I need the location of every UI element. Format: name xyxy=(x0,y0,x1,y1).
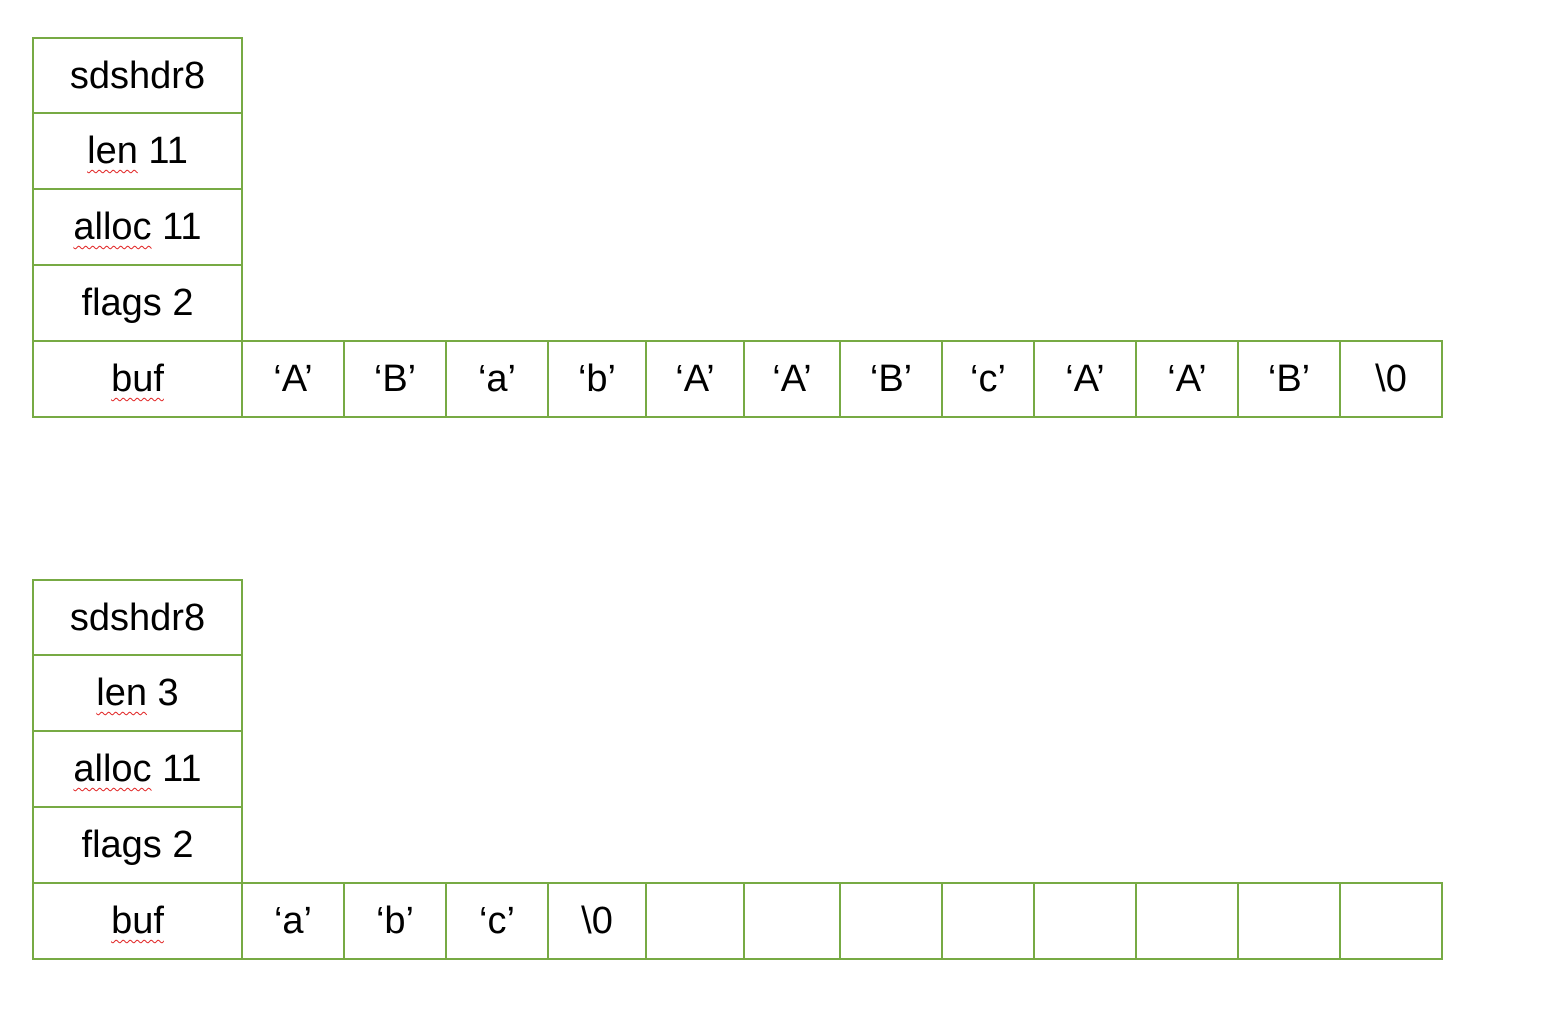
header-alloc: alloc 11 xyxy=(32,188,243,266)
buf-label: buf xyxy=(111,900,164,942)
header-label: flags 2 xyxy=(81,282,194,324)
buf-cell: ‘a’ xyxy=(241,882,345,960)
buf-cell: ‘c’ xyxy=(445,882,549,960)
buf-cell-value: ‘A’ xyxy=(675,358,715,400)
buf-cell xyxy=(1033,882,1137,960)
sds-diagram-after: sdshdr8 len 3 alloc 11 flags 2 buf ‘a’ ‘… xyxy=(32,579,1443,960)
buf-cell: ‘B’ xyxy=(1237,340,1341,418)
header-alloc: alloc 11 xyxy=(32,730,243,808)
buf-cell xyxy=(743,882,841,960)
buf-cell: ‘A’ xyxy=(743,340,841,418)
buf-cell xyxy=(1339,882,1443,960)
buf-cell-value: ‘b’ xyxy=(577,358,617,400)
header-field-value: 3 xyxy=(147,672,179,714)
buf-label-cell: buf xyxy=(32,882,243,960)
buf-cell: \0 xyxy=(1339,340,1443,418)
header-flags: flags 2 xyxy=(32,806,243,884)
buf-cell-value: ‘B’ xyxy=(1267,358,1311,400)
buf-cell xyxy=(839,882,943,960)
buf-cell-value: ‘a’ xyxy=(273,900,313,942)
buf-cell-value: ‘b’ xyxy=(375,900,415,942)
buf-cell: ‘B’ xyxy=(839,340,943,418)
buf-cell-value: ‘c’ xyxy=(479,900,515,942)
buf-cell-value: ‘A’ xyxy=(273,358,313,400)
header-field-value: 11 xyxy=(151,206,202,248)
buf-cell xyxy=(1135,882,1239,960)
buf-cell: ‘a’ xyxy=(445,340,549,418)
buf-cell: \0 xyxy=(547,882,647,960)
header-field-name: alloc xyxy=(73,748,152,790)
buf-cell: ‘b’ xyxy=(547,340,647,418)
header-label: flags 2 xyxy=(81,824,194,866)
header-flags: flags 2 xyxy=(32,264,243,342)
buf-cell-value: ‘B’ xyxy=(869,358,913,400)
buf-cell: ‘B’ xyxy=(343,340,447,418)
buf-cell: ‘A’ xyxy=(645,340,745,418)
buf-cell-value: ‘B’ xyxy=(373,358,417,400)
header-label: sdshdr8 xyxy=(69,596,206,639)
buf-cell: ‘A’ xyxy=(241,340,345,418)
buf-cell-value: \0 xyxy=(581,900,613,942)
buf-cell-value: ‘A’ xyxy=(1167,358,1207,400)
buf-cell xyxy=(645,882,745,960)
buf-cell-value: ‘A’ xyxy=(772,358,812,400)
header-field-name: len xyxy=(87,130,138,172)
buf-cell: ‘c’ xyxy=(941,340,1035,418)
header-len: len 11 xyxy=(32,112,243,190)
buf-cell: ‘A’ xyxy=(1135,340,1239,418)
buf-cell: ‘A’ xyxy=(1033,340,1137,418)
header-field-value: 11 xyxy=(137,130,188,172)
header-sdshdr8: sdshdr8 xyxy=(32,37,243,114)
buf-cell-value: ‘a’ xyxy=(477,358,517,400)
buf-cell xyxy=(941,882,1035,960)
buf-label-cell: buf xyxy=(32,340,243,418)
buf-cell-value: ‘A’ xyxy=(1065,358,1105,400)
sds-diagram-before: sdshdr8 len 11 alloc 11 flags 2 buf ‘A’ … xyxy=(32,37,1443,418)
buf-cell xyxy=(1237,882,1341,960)
header-sdshdr8: sdshdr8 xyxy=(32,579,243,656)
buf-label: buf xyxy=(111,358,164,400)
header-field-name: alloc xyxy=(73,206,152,248)
buf-cell: ‘b’ xyxy=(343,882,447,960)
header-field-name: len xyxy=(96,672,147,714)
header-len: len 3 xyxy=(32,654,243,732)
buf-cell-value: ‘c’ xyxy=(970,358,1006,400)
header-field-value: 11 xyxy=(151,748,202,790)
header-label: sdshdr8 xyxy=(69,54,206,97)
buf-cell-value: \0 xyxy=(1375,358,1407,400)
